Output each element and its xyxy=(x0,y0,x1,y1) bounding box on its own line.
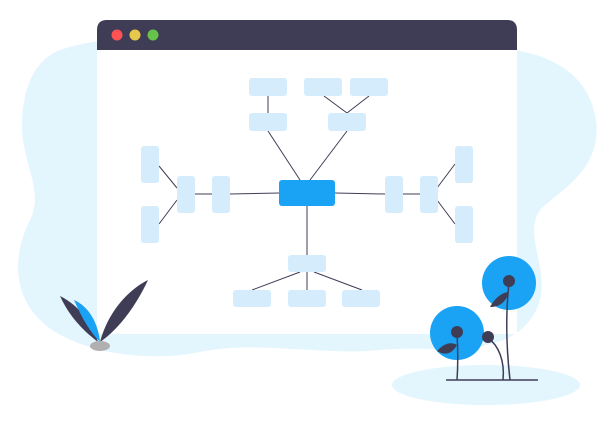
flower-stem xyxy=(506,282,511,381)
mind-map-node[interactable] xyxy=(455,206,473,243)
mind-map-node[interactable] xyxy=(342,290,380,307)
flower-leaf xyxy=(437,343,457,354)
mind-map-connectors xyxy=(158,95,456,291)
leaf-dark xyxy=(60,296,98,342)
mind-map-node[interactable] xyxy=(177,176,195,213)
minimize-dot[interactable] xyxy=(129,29,141,41)
mind-map-node[interactable] xyxy=(141,146,159,183)
mind-map-node[interactable] xyxy=(212,176,230,213)
flower-center-dark xyxy=(451,326,463,338)
bud-dark xyxy=(482,331,494,343)
stone xyxy=(90,341,110,351)
mind-map-node[interactable] xyxy=(304,78,342,96)
mind-map-node[interactable] xyxy=(350,78,388,96)
mind-map-node[interactable] xyxy=(288,290,326,307)
flower-stem xyxy=(456,332,459,381)
leaf-blue xyxy=(74,300,100,342)
leaf-plant xyxy=(60,280,148,351)
ground-shadow xyxy=(392,365,580,405)
mind-map-node[interactable] xyxy=(141,206,159,243)
flower-leaf xyxy=(490,292,509,307)
mind-map-node[interactable] xyxy=(385,176,403,213)
mind-map-node[interactable] xyxy=(233,290,271,307)
mind-map-node[interactable] xyxy=(328,113,366,131)
mind-map xyxy=(141,78,473,307)
close-dot[interactable] xyxy=(111,29,123,41)
mind-map-central-node[interactable] xyxy=(279,180,335,206)
leaf-dark-large xyxy=(100,280,148,342)
mind-map-node[interactable] xyxy=(249,113,287,131)
mind-map-node[interactable] xyxy=(249,78,287,96)
flower-center-dark xyxy=(503,275,515,287)
mind-map-node[interactable] xyxy=(455,146,473,183)
window-title-bar xyxy=(97,20,517,50)
mind-map-node[interactable] xyxy=(288,255,326,272)
flowers xyxy=(430,256,538,381)
mind-map-node[interactable] xyxy=(420,176,438,213)
maximize-dot[interactable] xyxy=(147,29,159,41)
